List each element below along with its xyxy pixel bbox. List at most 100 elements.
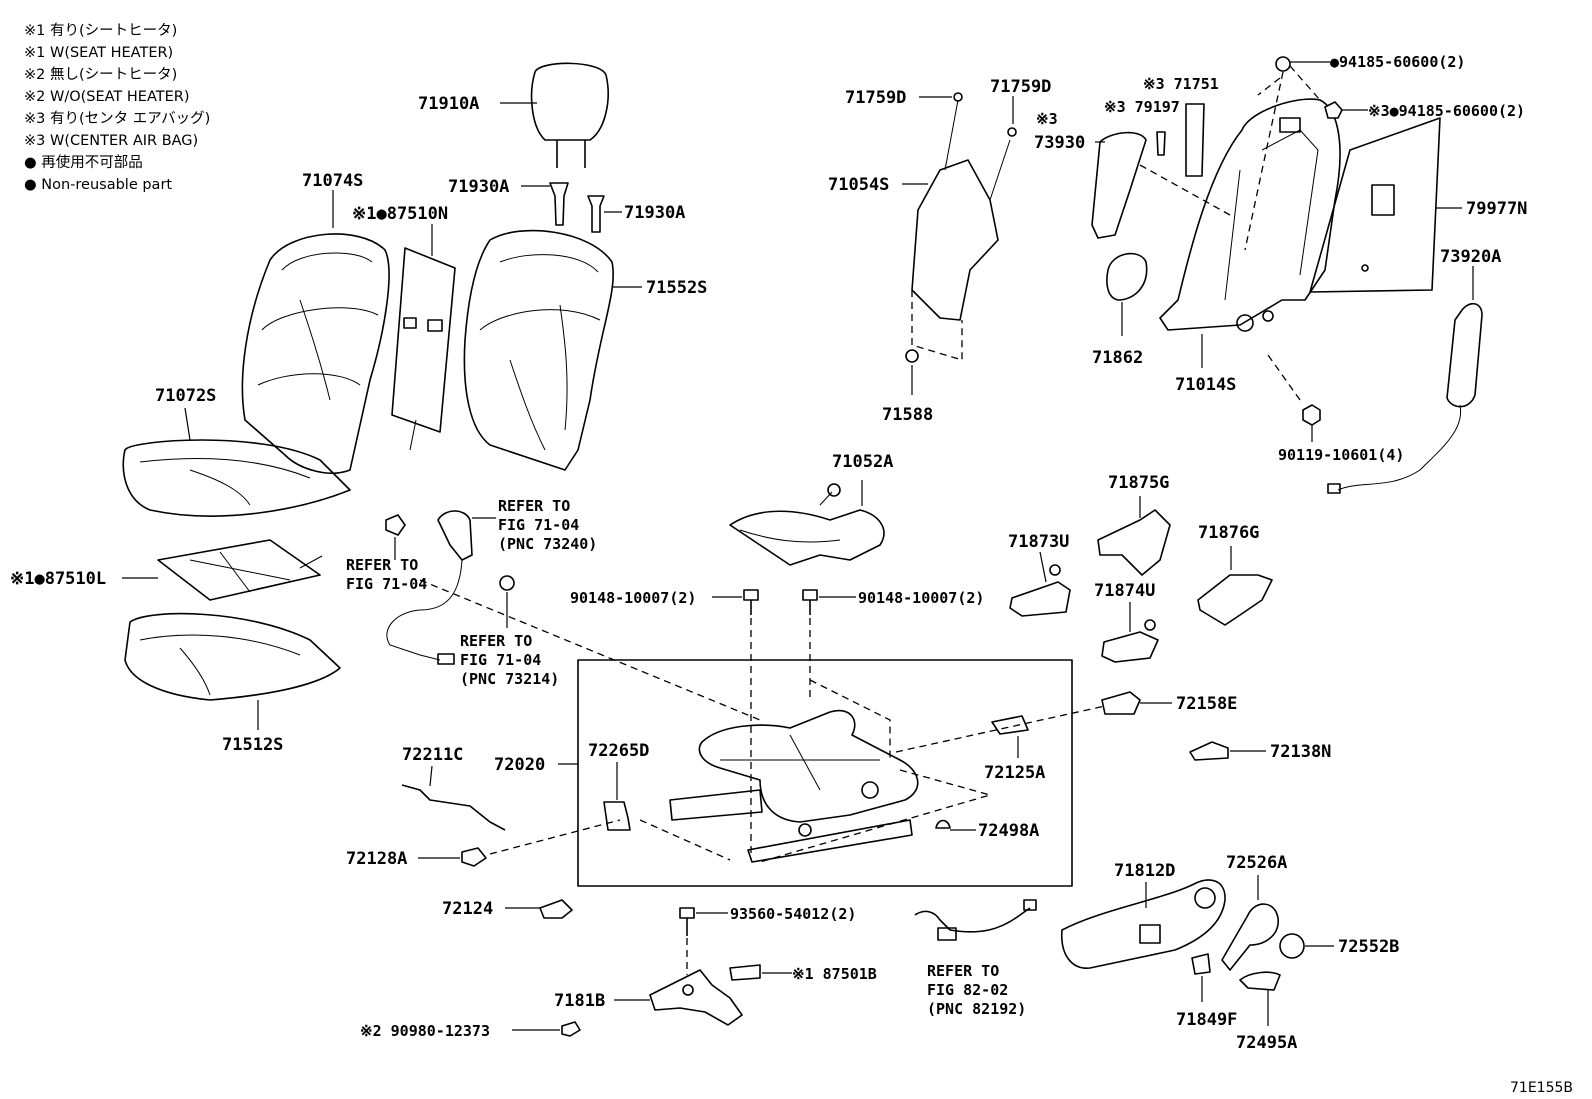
connector-part [385, 514, 406, 536]
label-71588: 71588 [882, 405, 933, 425]
label-7181B: 7181B [554, 991, 605, 1011]
connector-part [561, 1021, 581, 1037]
label-94185-upper: ●94185-60600(2) [1330, 53, 1465, 71]
figure-code: 71E155B [1510, 1080, 1573, 1096]
refC-line2: FIG 71-04 [460, 651, 541, 669]
label-71759D-right: 71759D [990, 77, 1051, 97]
bracket-part [461, 847, 487, 867]
label-87501B: ※1 87501B [792, 965, 877, 983]
bracket-part [539, 899, 573, 919]
label-72495A: 72495A [1236, 1033, 1297, 1053]
seatback-pad-part [463, 229, 614, 471]
refC-line1: REFER TO [460, 632, 532, 650]
label-90148-left: 90148-10007(2) [570, 589, 696, 607]
label-72498A: 72498A [978, 821, 1039, 841]
seat-adjuster-part [639, 679, 993, 863]
bolt-part [743, 589, 759, 601]
belt-wire-part [386, 510, 473, 665]
legend-item: ● Non-reusable part [24, 177, 173, 193]
airbag-bracket-part [911, 92, 1017, 321]
nut-part [1275, 56, 1291, 72]
refA-line2: FIG 71-04 [346, 575, 427, 593]
back-heater-part [391, 247, 456, 451]
label-72158E: 72158E [1176, 694, 1237, 714]
legend: ※1 有り(シートヒータ) ※1 W(SEAT HEATER) ※2 無し(シー… [24, 20, 210, 196]
label-94185-lower: ※3●94185-60600(2) [1368, 102, 1525, 120]
bolt-part [679, 907, 695, 919]
knob-part [1279, 933, 1305, 959]
legend-item: ※2 W/O(SEAT HEATER) [24, 89, 190, 105]
refC-line3: (PNC 73214) [460, 670, 559, 688]
cover-part [991, 715, 1029, 735]
seat-wiring-harness-part [729, 483, 885, 566]
cover-part [1189, 741, 1229, 761]
side-airbag-part [1327, 302, 1483, 494]
knob-part [1239, 971, 1281, 991]
legend-item: ※2 無し(シートヒータ) [24, 67, 178, 83]
label-72211C: 72211C [402, 745, 463, 765]
headrest-guide-part [549, 182, 605, 233]
legend-item: ※1 有り(シートヒータ) [24, 23, 178, 39]
side-shield-part [1106, 252, 1148, 301]
label-71930A-lower: 71930A [624, 203, 685, 223]
back-board-part [1309, 117, 1441, 293]
label-72124: 72124 [442, 899, 493, 919]
refB-line2: FIG 71-04 [498, 516, 579, 534]
label-71552S: 71552S [646, 278, 707, 298]
cushion-pad-part [124, 612, 341, 701]
legend-item: ※1 W(SEAT HEATER) [24, 45, 174, 61]
label-73930: 73930 [1034, 133, 1085, 153]
label-87510L: ※1●87510L [10, 569, 106, 589]
label-87510N: ※1●87510N [352, 204, 448, 224]
shield-inner-part [1197, 574, 1273, 626]
label-72526A: 72526A [1226, 853, 1287, 873]
rod-part [401, 784, 506, 831]
label-71072S: 71072S [155, 386, 216, 406]
cushion-cover-part [122, 439, 351, 517]
label-79197: ※3 79197 [1104, 98, 1180, 116]
label-90119: 90119-10601(4) [1278, 446, 1404, 464]
cover-part [1191, 953, 1211, 975]
label-93560: 93560-54012(2) [730, 905, 856, 923]
knob-part [1221, 903, 1279, 971]
seatback-cover-part [241, 233, 390, 474]
refB-line1: REFER TO [498, 497, 570, 515]
shield-part [1097, 509, 1171, 576]
legend-item: ※3 W(CENTER AIR BAG) [24, 133, 199, 149]
label-71910A: 71910A [418, 94, 479, 114]
label-71054S: 71054S [828, 175, 889, 195]
clip-part [935, 819, 951, 829]
seatback-frame-part [1159, 98, 1341, 332]
label-72138N: 72138N [1270, 742, 1331, 762]
bolt-part [1302, 404, 1321, 426]
label-71875G: 71875G [1108, 473, 1169, 493]
refB-line3: (PNC 73240) [498, 535, 597, 553]
cover-inner-part [1101, 631, 1159, 663]
label-71512S: 71512S [222, 735, 283, 755]
bolt-part [802, 589, 818, 601]
refD-line1: REFER TO [927, 962, 999, 980]
connector-part [499, 575, 515, 591]
label-72020: 72020 [494, 755, 545, 775]
label-73920A: 73920A [1440, 247, 1501, 267]
cover-part [1009, 581, 1071, 617]
refD-line3: (PNC 82192) [927, 1000, 1026, 1018]
label-72125A: 72125A [984, 763, 1045, 783]
label-90980: ※2 90980-12373 [360, 1022, 490, 1040]
connector-part [729, 964, 761, 981]
label-71862: 71862 [1092, 348, 1143, 368]
side-shield-outer-part [1061, 879, 1226, 969]
label-72265D: 72265D [588, 741, 649, 761]
refA-line1: REFER TO [346, 556, 418, 574]
bracket-part [649, 969, 743, 1026]
label-71873U: 71873U [1008, 532, 1069, 552]
clip-part [1156, 131, 1166, 156]
label-71751: ※3 71751 [1143, 75, 1219, 93]
label-71014S: 71014S [1175, 375, 1236, 395]
legend-item: ● 再使用不可部品 [24, 155, 143, 171]
sensor-part [1185, 103, 1205, 177]
label-72552B: 72552B [1338, 937, 1399, 957]
label-90148-right: 90148-10007(2) [858, 589, 984, 607]
label-71074S: 71074S [302, 171, 363, 191]
sensor-wire-part [914, 899, 1037, 941]
